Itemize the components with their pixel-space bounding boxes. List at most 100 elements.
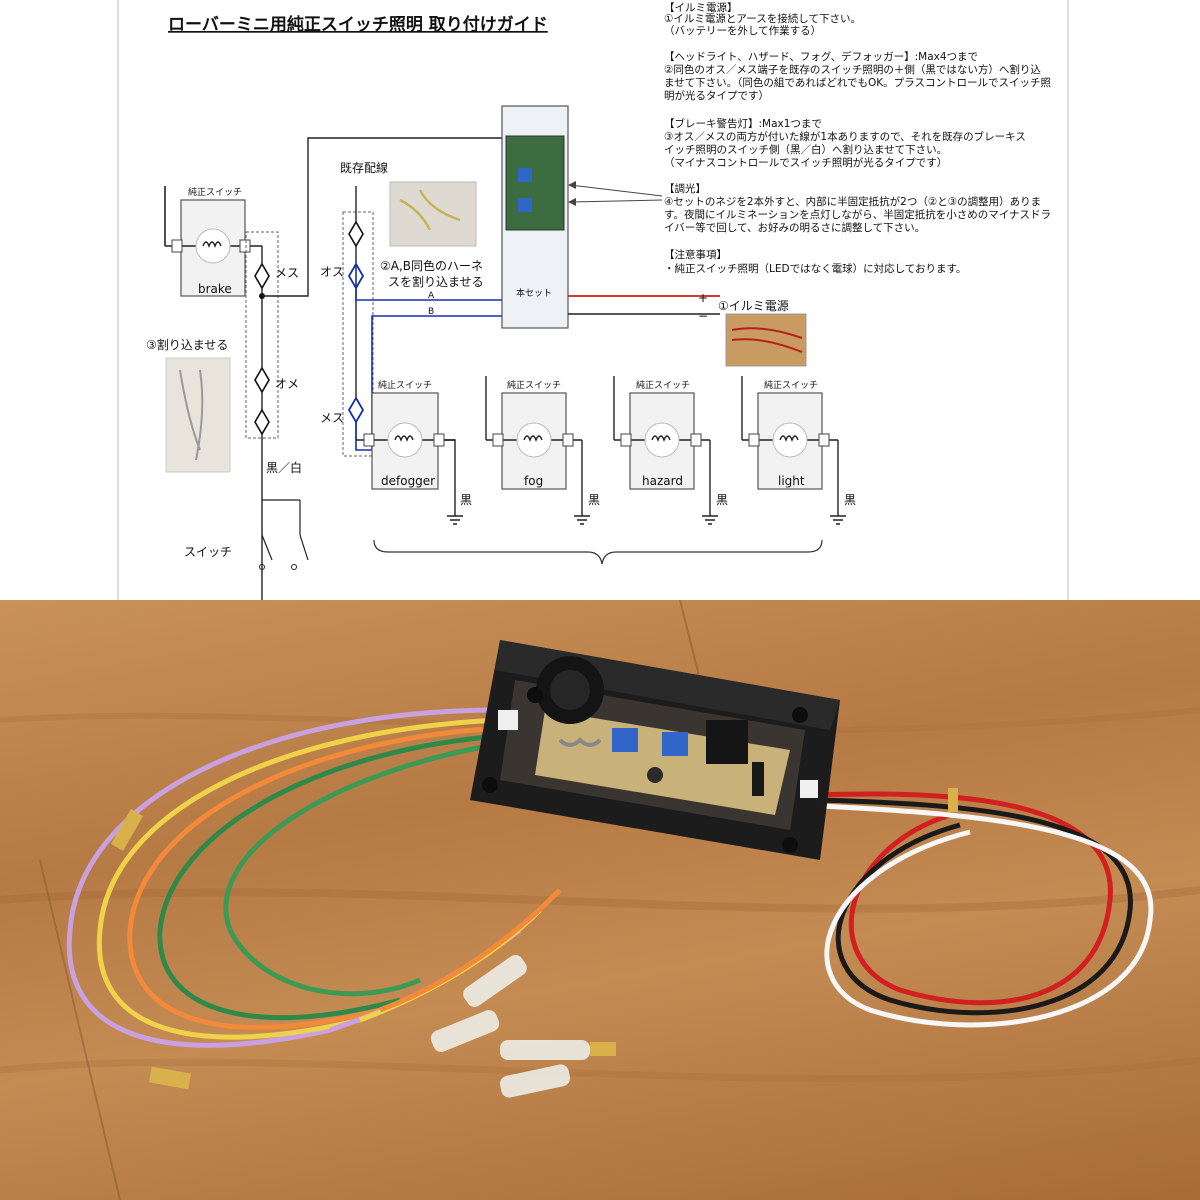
wire-photo-strand	[179, 369, 204, 461]
harness-photo-strand	[399, 189, 461, 231]
pointer-line	[569, 199, 663, 203]
switch-hazard: 純正スイッチ hazard 黒	[613, 376, 728, 525]
screw-hole	[482, 777, 498, 793]
power-wire-photo-strand	[731, 327, 803, 353]
wire-orange	[379, 888, 562, 1013]
note-line: 【ブレーキ警告灯】:Max1つまで	[664, 117, 822, 130]
wood-crack	[39, 859, 121, 1200]
female-label: メス	[320, 411, 344, 425]
wire-red	[819, 791, 1113, 1006]
cable-tie	[948, 788, 958, 812]
note-line: 【イルミ電源】	[664, 1, 738, 14]
guide-title: ローバーミニ用純正スイッチ照明 取り付けガイド	[168, 14, 548, 35]
ground-icon	[702, 515, 718, 525]
bulb-filament-icon	[202, 241, 222, 248]
buzzer-grille	[550, 670, 590, 710]
note-line: （マイナスコントロールでスイッチ照明が光るタイプです）	[664, 156, 947, 169]
wire-purple	[66, 707, 501, 1048]
note-line: ②同色のオス／メス端子を既存のスイッチ照明の＋側（黒ではない方）へ割り込	[664, 63, 1041, 76]
terminal-blade	[148, 1066, 192, 1090]
bulb-filament-icon	[651, 435, 671, 442]
terminal	[433, 433, 445, 447]
group-brace	[373, 539, 823, 565]
potentiometer	[518, 198, 532, 212]
harness-photo	[389, 181, 477, 247]
instruction-notes: 【イルミ電源】 ①イルミ電源とアースを接続して下さい。 （バッテリーを外して作業…	[664, 1, 1051, 275]
ground-icon	[574, 515, 590, 525]
bulb-icon	[644, 422, 680, 458]
switch-contact	[261, 534, 273, 561]
note-line: ・純正スイッチ照明（LEDではなく電球）に対応しております。	[664, 262, 966, 275]
product-illustration	[0, 600, 1200, 1200]
bulb-icon	[195, 228, 231, 264]
switch-name: hazard	[642, 474, 683, 488]
wire-green	[223, 741, 501, 997]
switch-defogger: 純止スイッチ defogger 黒	[356, 379, 472, 525]
black-label: 黒	[588, 493, 600, 507]
connector-diamond	[254, 408, 270, 436]
terminal	[748, 433, 760, 447]
product-photo	[0, 600, 1200, 1200]
male-label: オメ	[275, 377, 299, 391]
terminal	[818, 433, 830, 447]
terminal	[363, 433, 375, 447]
inductor	[558, 737, 602, 747]
harness-note-line1: ②A,B同色のハーネ	[380, 259, 483, 273]
terminal	[690, 433, 702, 447]
terminal-sleeve	[500, 1040, 590, 1060]
terminal-blade	[590, 1042, 616, 1056]
potentiometer	[612, 728, 638, 752]
note-line: イッチ照明のスイッチ側（黒／白）へ割り込ませて下さい。	[664, 143, 947, 156]
female-label: メス	[275, 266, 299, 280]
genuine-switch-label: 純正スイッチ	[188, 186, 242, 198]
ground-icon	[830, 515, 846, 525]
genuine-switch-label: 純正スイッチ	[507, 379, 561, 391]
terminal-sleeve	[499, 1064, 571, 1098]
wiring-diagram: ローバーミニ用純正スイッチ照明 取り付けガイド 【イルミ電源】 ①イルミ電源とア…	[117, 0, 1069, 600]
harness-terminals	[110, 809, 616, 1098]
wire-yellow	[96, 717, 501, 1040]
slide-switch	[752, 762, 764, 796]
harness-wires	[66, 707, 562, 1048]
wire-b-label: B	[428, 307, 434, 317]
note-line: ませて下さい。（同色の組であればどれでもOK。プラスコントロールでスイッチ照	[664, 76, 1051, 89]
black-label: 黒	[460, 493, 472, 507]
main-unit-pcb-photo	[505, 135, 565, 231]
pcb-board	[535, 710, 790, 815]
note-line: 【ヘッドライト、ハザード、フォグ、デフォッガー】:Max4つまで	[664, 50, 978, 63]
wire-green	[157, 733, 501, 1021]
ground-icon	[447, 515, 463, 525]
note-line: 【注意事項】	[664, 248, 727, 261]
bulb-filament-icon	[394, 435, 414, 442]
arrow-head	[568, 198, 576, 206]
wiring-guide-document: ローバーミニ用純正スイッチ照明 取り付けガイド 【イルミ電源】 ①イルミ電源とア…	[117, 0, 1069, 600]
note-line: ④セットのネジを2本外すと、内部に半固定抵抗が2つ（②と③の調整用）ありま	[664, 195, 1041, 208]
connector-diamond	[254, 366, 270, 394]
terminal-blade	[110, 809, 144, 851]
pointer-line	[569, 184, 663, 197]
bulb-icon	[387, 422, 423, 458]
genuine-switch-label: 純止スイッチ	[378, 379, 432, 391]
illumi-power-label: ①イルミ電源	[718, 299, 789, 313]
bulb-icon	[772, 422, 808, 458]
switch-contact	[299, 534, 309, 561]
wire	[262, 137, 502, 297]
existing-wiring-label: 既存配線	[340, 160, 388, 175]
terminal	[239, 239, 251, 253]
potentiometer	[662, 732, 688, 756]
document-page	[118, 0, 1068, 600]
switch-name: defogger	[381, 474, 435, 488]
connector-diamond	[348, 220, 364, 248]
switch-fog: 純正スイッチ fog 黒	[485, 376, 600, 525]
wire	[444, 439, 456, 516]
wire-orange	[127, 725, 501, 1030]
note-line: ③オス／メスの両方が付いた線が1本ありますので、それを既存のブレーキス	[664, 130, 1026, 143]
black-label: 黒	[844, 493, 856, 507]
genuine-switch-label: 純正スイッチ	[636, 379, 690, 391]
note-line: イバー等で回して、お好みの明るさに調整して下さい。	[664, 221, 925, 234]
wood-crack	[679, 600, 701, 681]
capacitor	[647, 767, 663, 783]
grommet	[800, 780, 818, 798]
screw-hole	[782, 837, 798, 853]
black-label: 黒	[716, 493, 728, 507]
